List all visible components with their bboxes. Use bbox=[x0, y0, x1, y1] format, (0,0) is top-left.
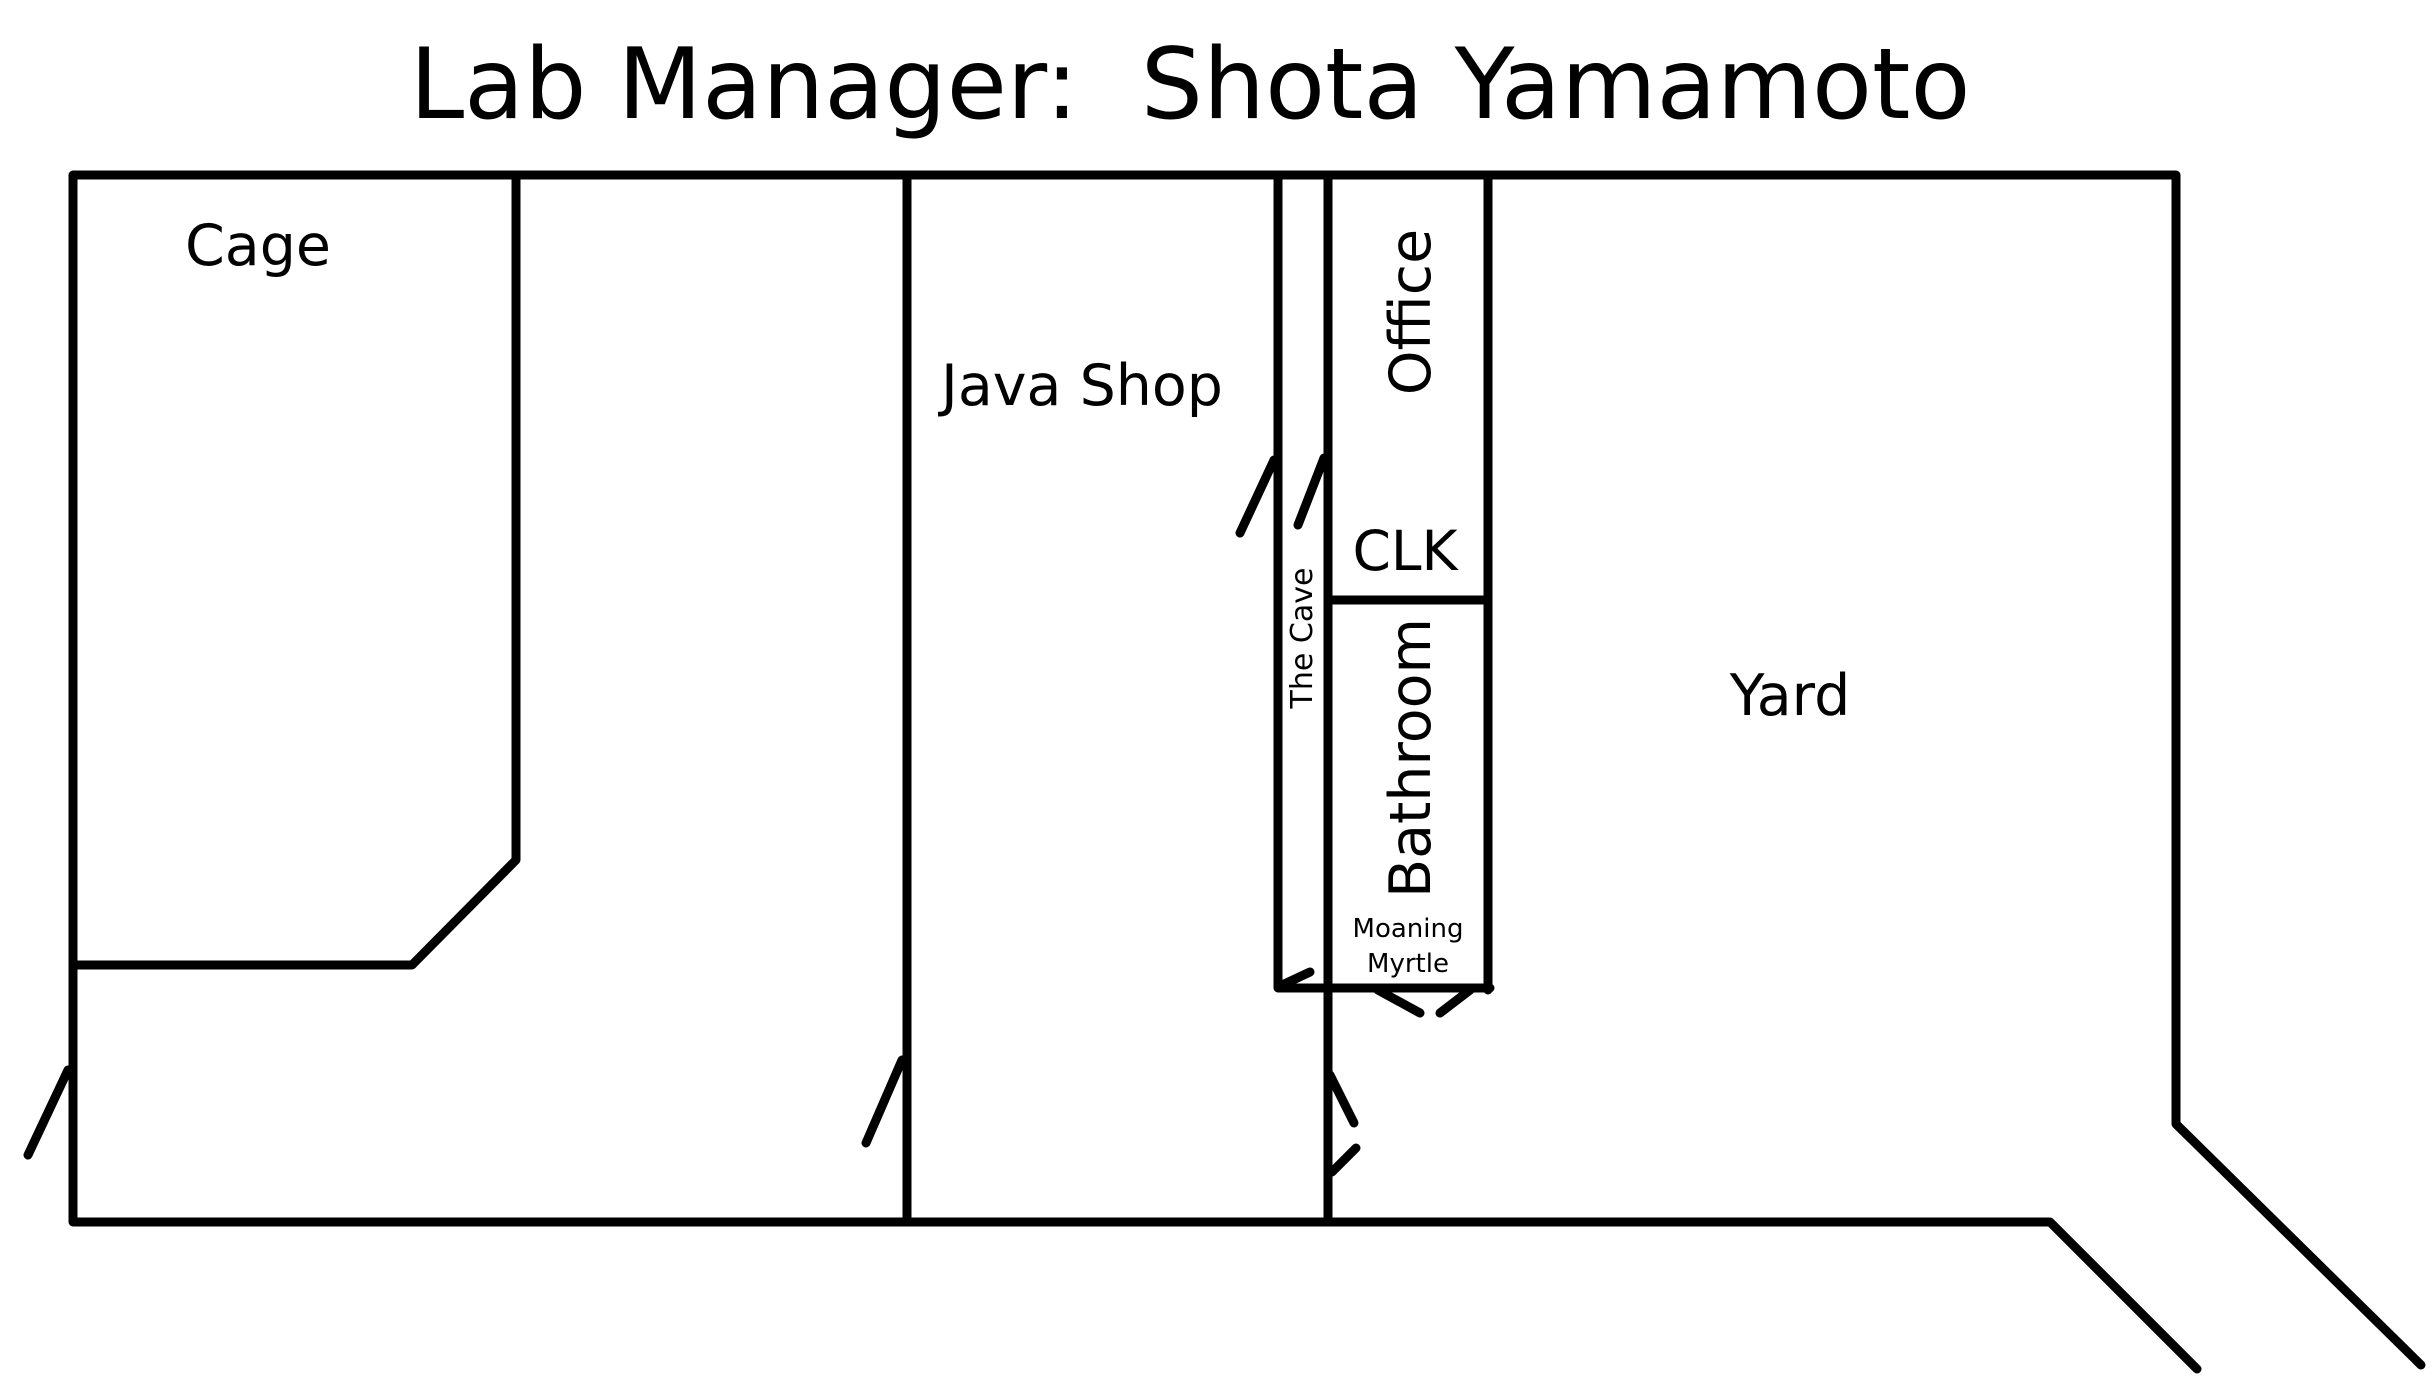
room-label-bathroom: Bathroom bbox=[1378, 618, 1444, 898]
room-label-the-cave: The Cave bbox=[1285, 568, 1320, 710]
door-cave-left bbox=[1235, 455, 1279, 538]
door-cave-right bbox=[1293, 453, 1329, 530]
door-cave-bottom bbox=[1275, 967, 1315, 991]
page-title: Lab Manager: Shota Yamamoto bbox=[410, 28, 1971, 142]
room-label-java-shop: Java Shop bbox=[938, 353, 1223, 419]
room-label-clk: CLK bbox=[1352, 519, 1459, 583]
door-yard-lower bbox=[1327, 1143, 1361, 1177]
door-java-shop bbox=[861, 1055, 907, 1148]
walls bbox=[68, 170, 2426, 1374]
room-label-moaning-myrtle-line1: Moaning bbox=[1353, 914, 1464, 944]
door-bathroom-left bbox=[1373, 985, 1425, 1018]
room-label-yard: Yard bbox=[1729, 663, 1851, 729]
door-yard-upper bbox=[1325, 1070, 1359, 1128]
cage-wall bbox=[68, 170, 521, 970]
room-label-moaning-myrtle-line2: Myrtle bbox=[1367, 949, 1449, 979]
room-label-cage: Cage bbox=[185, 213, 331, 279]
room-label-office: Office bbox=[1378, 229, 1444, 395]
doors bbox=[23, 453, 1475, 1177]
door-left-exterior bbox=[23, 1065, 73, 1160]
outer-wall bbox=[68, 170, 2426, 1374]
door-bathroom-right bbox=[1435, 985, 1475, 1018]
